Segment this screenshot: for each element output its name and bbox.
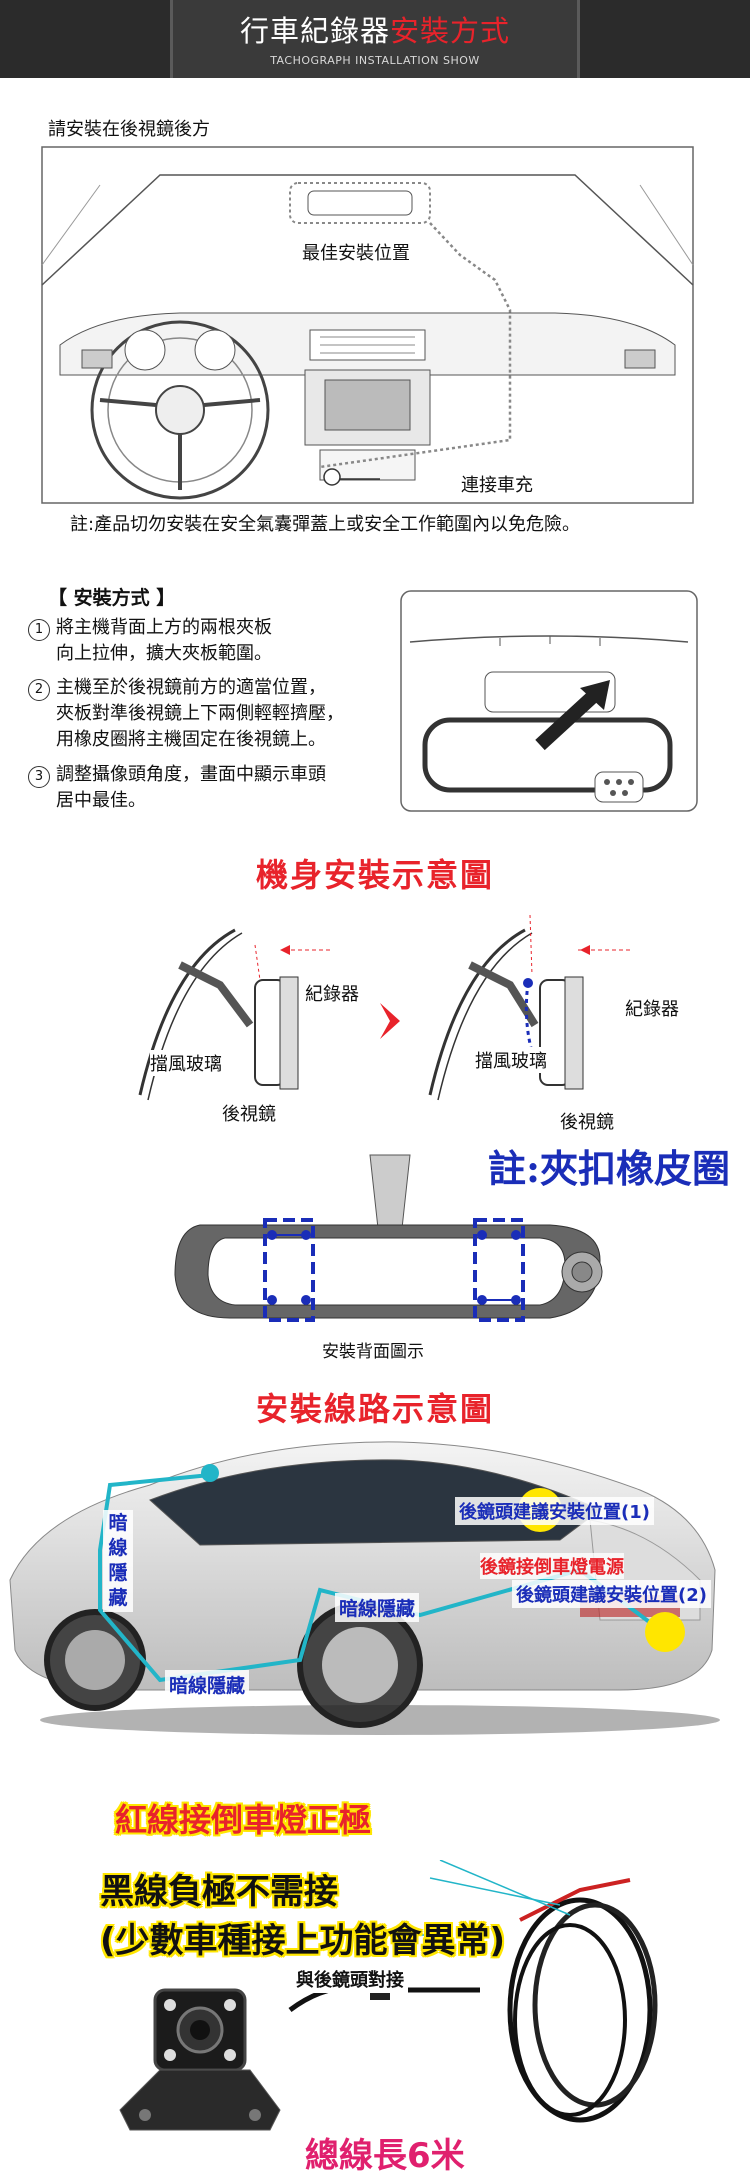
red-wire-note: 紅線接倒車燈正極	[115, 1801, 372, 1839]
wiring-heading: 安裝線路示意圖	[255, 1390, 494, 1428]
best-position-marker	[289, 182, 431, 224]
body-install-diagram	[138, 914, 630, 1101]
step-line: 將主機背面上方的兩根夾板	[56, 617, 272, 638]
safety-note: 註:產品切勿安裝在安全氣囊彈蓋上或安全工作範圍內以免危險。	[70, 514, 581, 535]
title-black: 行車紀錄器	[239, 14, 390, 48]
header-banner	[0, 0, 750, 78]
windshield-label-right: 擋風玻璃	[475, 1047, 547, 1073]
recorder-label-left: 紀錄器	[305, 984, 359, 1005]
method-step-1: 1 將主機背面上方的兩根夾板 向上拉伸，擴大夾板範圍。	[28, 615, 408, 667]
title-red: 安裝方式	[390, 14, 511, 48]
step-line: 居中最佳。	[56, 790, 146, 811]
header-panel	[170, 0, 580, 78]
hidden-wire-2: 暗線隱藏	[165, 1670, 250, 1699]
method-step-3: 3 調整攝像頭角度，畫面中顯示車頭 居中最佳。	[28, 762, 428, 814]
rubber-band-note: 註:夾扣橡皮圈	[488, 1146, 731, 1191]
install-intro: 請安裝在後視鏡後方	[48, 119, 210, 140]
hidden-wire-1: 暗線隱藏	[335, 1593, 420, 1622]
char: 隱	[108, 1562, 128, 1584]
page-subtitle: TACHOGRAPH INSTALLATION SHOW	[270, 54, 480, 67]
step-line: 夾板對準後視鏡上下兩側輕輕擠壓，	[56, 703, 344, 724]
page-title: 行車紀錄器安裝方式	[0, 8, 750, 50]
char: 線	[108, 1537, 128, 1559]
back-view-diagram	[174, 1154, 603, 1322]
step-line: 向上拉伸，擴大夾板範圍。	[56, 643, 272, 664]
char: 暗	[108, 1512, 128, 1534]
rear-cam-position-2: 後鏡頭建議安裝位置(2)	[512, 1580, 711, 1608]
reverse-light-power: 後鏡接倒車燈電源	[480, 1553, 624, 1579]
charger-socket	[323, 468, 341, 486]
method-heading: 【 安裝方式 】	[48, 587, 176, 609]
total-cable-length: 總線長6米	[305, 2136, 465, 2176]
black-wire-caution: (少數車種接上功能會異常)	[100, 1921, 506, 1961]
step-number: 3	[28, 766, 50, 788]
step-number: 1	[28, 619, 50, 641]
connect-rear-cam-label: 與後鏡頭對接	[292, 1965, 408, 1993]
black-wire-note: 黑線負極不需接	[100, 1872, 338, 1912]
step-number: 2	[28, 679, 50, 701]
best-position-label: 最佳安裝位置	[302, 243, 410, 264]
dashboard-illustration	[41, 146, 694, 504]
method-step-2: 2 主機至於後視鏡前方的適當位置， 夾板對準後視鏡上下兩側輕輕擠壓， 用橡皮圈將主…	[28, 675, 428, 753]
body-install-heading: 機身安裝示意圖	[255, 856, 494, 894]
back-view-label: 安裝背面圖示	[322, 1342, 424, 1362]
mirror-clip-illustration	[400, 590, 698, 812]
recorder-label-right: 紀錄器	[625, 999, 679, 1020]
step-line: 主機至於後視鏡前方的適當位置，	[56, 677, 326, 698]
step-line: 用橡皮圈將主機固定在後視鏡上。	[56, 729, 326, 750]
mirror-label-right: 後視鏡	[560, 1112, 614, 1133]
rear-cam-position-1: 後鏡頭建議安裝位置(1)	[455, 1497, 654, 1525]
char: 藏	[108, 1587, 128, 1609]
mirror-label-left: 後視鏡	[222, 1104, 276, 1125]
step-line: 調整攝像頭角度，畫面中顯示車頭	[56, 764, 326, 785]
arrow-icon	[380, 1003, 400, 1039]
hidden-wire-vertical: 暗 線 隱 藏	[103, 1510, 133, 1612]
windshield-label-left: 擋風玻璃	[150, 1050, 222, 1076]
connect-charger-label: 連接車充	[461, 475, 533, 496]
